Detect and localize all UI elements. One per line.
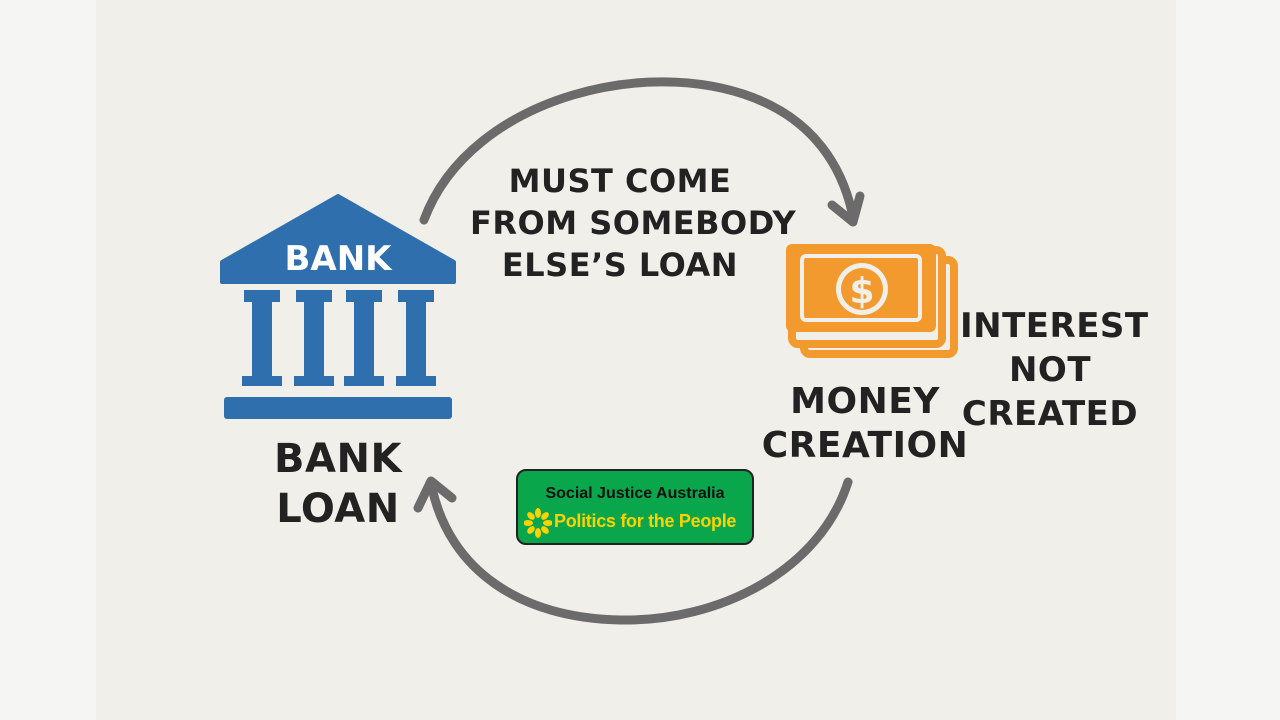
interest-line-3: CREATED: [961, 394, 1139, 434]
bank-building-icon: BANK: [220, 194, 456, 419]
dollar-sign: $: [849, 271, 874, 312]
loan-source-line-3: ELSE’S LOAN: [501, 246, 739, 284]
bank-loan-label: BANK LOAN: [248, 434, 428, 534]
social-justice-logo: Social Justice Australia Politics for th…: [516, 469, 754, 545]
bottom-cycle-arrow: [413, 476, 853, 625]
bank-loan-line-1: BANK: [274, 436, 402, 482]
interest-not-created-label: INTEREST NOT CREATED: [960, 304, 1149, 436]
bank-sign-text: BANK: [284, 239, 393, 279]
money-creation-line-1: MONEY: [790, 381, 940, 422]
money-stack-icon: $: [786, 244, 958, 358]
loan-source-line-1: MUST COME: [508, 162, 732, 200]
money-creation-line-2: CREATION: [761, 425, 969, 466]
bank-loan-line-2: LOAN: [276, 486, 400, 532]
logo-org-name: Social Justice Australia: [545, 485, 725, 502]
diagram-canvas: [96, 0, 1176, 720]
loan-source-label: MUST COME FROM SOMEBODY ELSE’S LOAN: [470, 160, 797, 286]
money-creation-label: MONEY CREATION: [760, 380, 970, 468]
loan-source-line-2: FROM SOMEBODY: [470, 204, 797, 242]
logo-tagline: Politics for the People: [554, 511, 737, 531]
top-cycle-arrow: [419, 77, 865, 227]
flower-icon: [524, 508, 552, 538]
interest-line-1: INTEREST: [960, 306, 1149, 346]
interest-line-2: NOT: [1008, 350, 1092, 390]
